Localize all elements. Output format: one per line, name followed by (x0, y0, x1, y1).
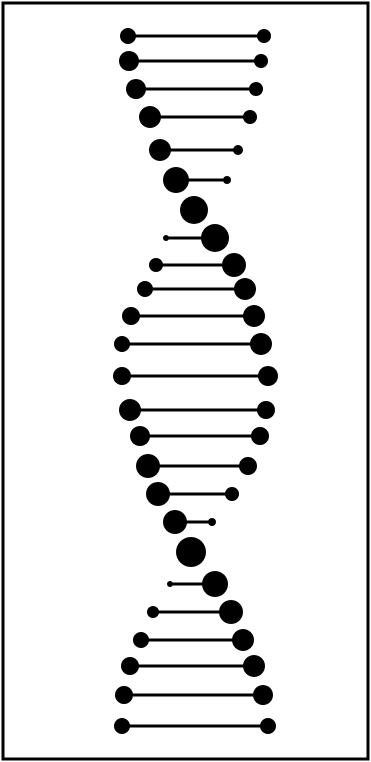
nucleotide-node (119, 51, 139, 71)
nucleotide-node (121, 657, 139, 675)
nucleotide-node (149, 139, 171, 161)
base-pair (120, 28, 271, 44)
nucleotide-node (114, 718, 130, 734)
nucleotide-node (225, 487, 239, 501)
nucleotide-node (147, 606, 159, 618)
nucleotide-node (201, 224, 229, 252)
nucleotide-node (115, 686, 133, 704)
nucleotide-node (180, 196, 208, 224)
base-pair (122, 305, 265, 327)
base-pair (136, 454, 257, 478)
nucleotide-node (239, 457, 257, 475)
nucleotide-node (232, 629, 254, 651)
nucleotide-node (133, 632, 149, 648)
nucleotide-node (139, 106, 161, 128)
base-pair (130, 426, 269, 446)
nucleotide-node (254, 54, 268, 68)
base-pair (149, 253, 246, 277)
base-pairs-group (113, 28, 278, 734)
base-pair (119, 399, 275, 421)
base-pair (180, 196, 208, 224)
nucleotide-node (243, 110, 257, 124)
base-pair (163, 224, 229, 252)
nucleotide-node (126, 79, 146, 99)
base-pair (163, 167, 231, 193)
base-pair (119, 51, 268, 71)
nucleotide-node (258, 366, 278, 386)
nucleotide-node (113, 367, 131, 385)
nucleotide-node (233, 145, 243, 155)
base-pair (121, 655, 265, 677)
nucleotide-node (119, 399, 141, 421)
nucleotide-node (136, 454, 160, 478)
base-pair (114, 718, 276, 734)
nucleotide-node (251, 427, 269, 445)
base-pair (139, 106, 257, 128)
nucleotide-node (257, 401, 275, 419)
nucleotide-node (202, 571, 228, 597)
base-pair (114, 333, 272, 355)
nucleotide-node (120, 28, 136, 44)
base-pair (163, 510, 216, 534)
base-pair (147, 600, 243, 624)
nucleotide-node (243, 655, 265, 677)
base-pair (137, 278, 256, 300)
base-pair (133, 629, 254, 651)
base-pair (149, 139, 243, 161)
nucleotide-node (163, 235, 169, 241)
nucleotide-node (130, 426, 150, 446)
base-pair (146, 482, 239, 506)
nucleotide-node (219, 600, 243, 624)
nucleotide-node (249, 82, 263, 96)
nucleotide-node (137, 281, 153, 297)
nucleotide-node (260, 718, 276, 734)
base-pair (115, 685, 273, 705)
base-pair (126, 79, 263, 99)
nucleotide-node (208, 518, 216, 526)
nucleotide-node (114, 336, 130, 352)
base-pair (167, 571, 228, 597)
nucleotide-node (167, 581, 173, 587)
nucleotide-node (223, 176, 231, 184)
base-pair (176, 537, 206, 567)
nucleotide-node (146, 482, 170, 506)
nucleotide-node (222, 253, 246, 277)
nucleotide-node (257, 29, 271, 43)
nucleotide-node (250, 333, 272, 355)
nucleotide-node (163, 167, 189, 193)
nucleotide-node (163, 510, 187, 534)
nucleotide-node (234, 278, 256, 300)
nucleotide-node (149, 258, 163, 272)
base-pair (113, 366, 278, 386)
nucleotide-node (122, 307, 140, 325)
nucleotide-node (243, 305, 265, 327)
nucleotide-node (253, 685, 273, 705)
nucleotide-node (176, 537, 206, 567)
